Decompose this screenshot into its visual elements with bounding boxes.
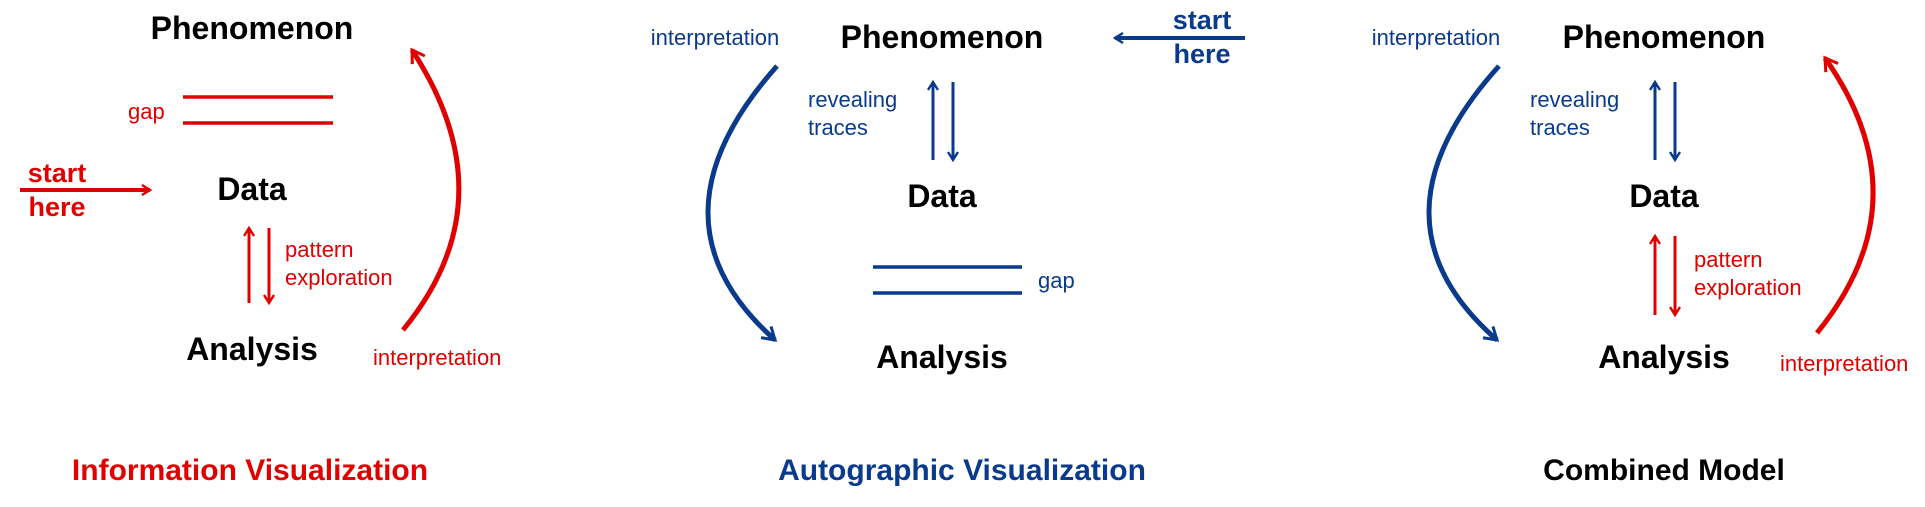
combined-phenomenon-node: Phenomenon — [1563, 19, 1766, 55]
infovis-data-node: Data — [217, 171, 287, 207]
autographic-gap-label: gap — [1038, 268, 1075, 293]
panel-information-visualization: Phenomenon Data Analysis gap start here … — [20, 10, 501, 487]
combined-interpretation-left-label: interpretation — [1372, 25, 1500, 50]
autographic-traces-label-line1: revealing — [808, 87, 897, 112]
panel-autographic-visualization: Phenomenon Data Analysis start here inte… — [651, 5, 1245, 487]
combined-interpretation-right-arrow — [1815, 55, 1876, 335]
infovis-title: Information Visualization — [72, 454, 428, 487]
infovis-start-label-line1: start — [28, 158, 87, 188]
autographic-start-label-line2: here — [1173, 39, 1230, 69]
autographic-data-node: Data — [907, 178, 977, 214]
autographic-traces-label-line2: traces — [808, 115, 868, 140]
combined-traces-label-line2: traces — [1530, 115, 1590, 140]
combined-traces-label-line1: revealing — [1530, 87, 1619, 112]
combined-pattern-label-line2: exploration — [1694, 275, 1802, 300]
infovis-gap-label: gap — [128, 99, 165, 124]
infovis-analysis-node: Analysis — [186, 331, 318, 367]
autographic-phenomenon-node: Phenomenon — [841, 19, 1044, 55]
autographic-interpretation-arrow — [705, 64, 779, 342]
combined-interpretation-right-label: interpretation — [1780, 351, 1908, 376]
infovis-gap-lines — [183, 95, 333, 125]
infovis-phenomenon-node: Phenomenon — [151, 10, 354, 46]
infovis-pattern-label-line1: pattern — [285, 237, 354, 262]
combined-data-node: Data — [1629, 178, 1699, 214]
autographic-analysis-node: Analysis — [876, 339, 1008, 375]
infovis-interpretation-arrow — [401, 47, 462, 332]
combined-analysis-node: Analysis — [1598, 339, 1730, 375]
autographic-gap-lines — [873, 265, 1022, 295]
autographic-interpretation-label: interpretation — [651, 25, 779, 50]
infovis-pattern-label-line2: exploration — [285, 265, 393, 290]
infovis-interpretation-label: interpretation — [373, 345, 501, 370]
combined-title: Combined Model — [1543, 454, 1785, 487]
autographic-title: Autographic Visualization — [778, 454, 1146, 487]
autographic-start-label-line1: start — [1173, 5, 1232, 35]
combined-interpretation-left-arrow — [1426, 64, 1501, 342]
panel-combined-model: Phenomenon Data Analysis interpretation … — [1372, 19, 1909, 487]
infovis-start-label-line2: here — [28, 192, 85, 222]
combined-pattern-label-line1: pattern — [1694, 247, 1763, 272]
